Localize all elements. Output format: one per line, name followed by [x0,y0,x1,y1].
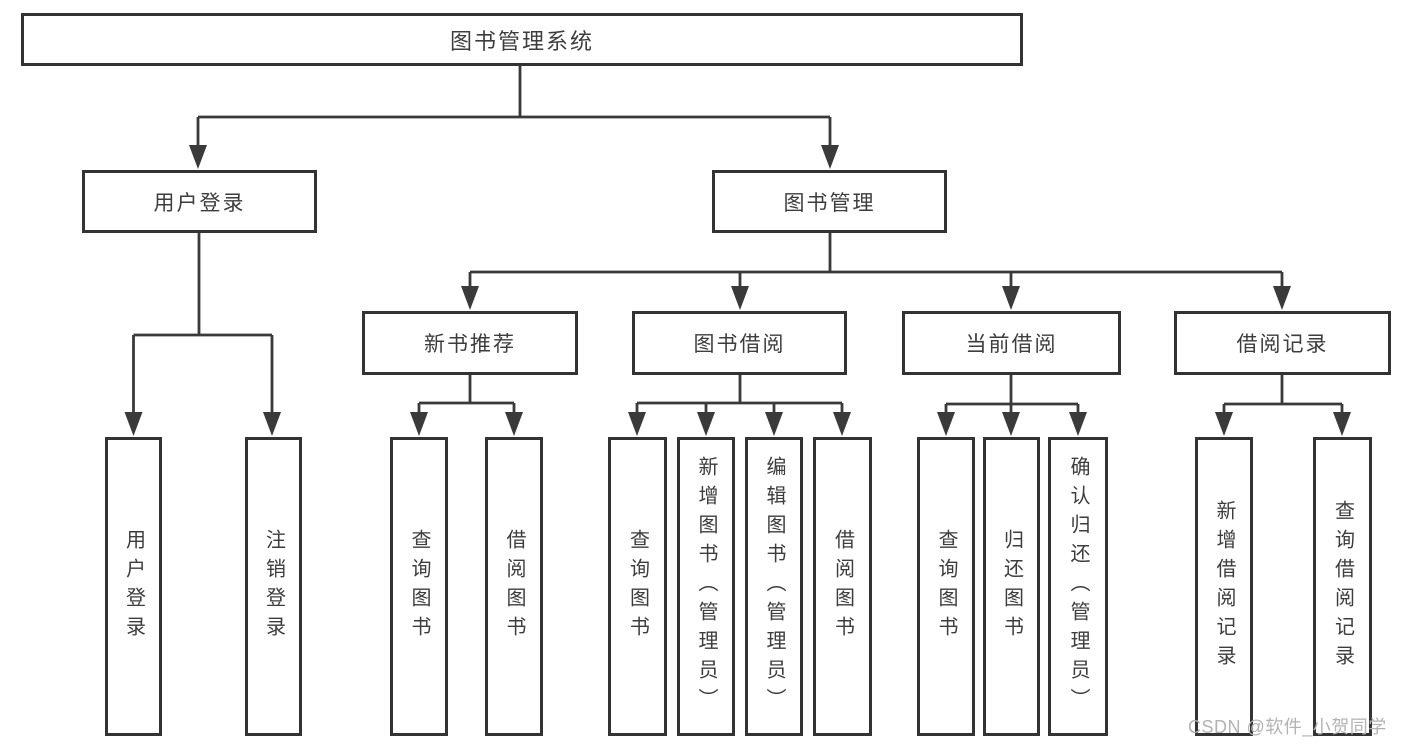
leaf-label: 确认归还（管理员） [1067,456,1089,717]
leaf-label: 新增图书（管理员） [695,456,717,717]
leaf-label: 查询图书 [408,528,430,645]
leaf-label: 查询借阅记录 [1331,499,1354,674]
csdn-watermark: CSDN @软件_小贺同学 [1188,717,1387,737]
node-current-borrow: 当前借阅 [902,311,1121,375]
node-leaf-cb-query-books: 查询图书 [917,437,975,736]
leaf-label: 归还图书 [1000,528,1023,645]
leaf-label: 查询图书 [935,528,957,645]
leaf-label: 新增借阅记录 [1213,499,1235,674]
connector-current-borrow-to-children [944,375,1080,416]
node-leaf-bb-borrow-books: 借阅图书 [813,437,872,736]
leaf-label: 借阅图书 [503,528,525,645]
node-leaf-user-login: 用户登录 [105,437,162,736]
node-root-system: 图书管理系统 [21,13,1023,66]
leaf-label: 查询图书 [626,528,649,645]
node-leaf-cb-return-books: 归还图书 [983,437,1040,736]
connector-book-mgmt-to-level3 [468,233,1284,290]
node-leaf-nb-query-books: 查询图书 [390,437,448,736]
node-leaf-nb-borrow-books: 借阅图书 [485,437,543,736]
connector-borrow-record-to-children [1222,375,1344,416]
connector-new-book-rec-to-children [417,375,516,416]
node-book-management: 图书管理 [712,170,947,233]
node-user-login: 用户登录 [82,170,317,233]
connector-book-borrow-to-children [635,375,844,416]
node-leaf-br-add-record: 新增借阅记录 [1195,437,1253,736]
node-leaf-bb-edit-books-admin: 编辑图书（管理员） [745,437,803,736]
connector-user-login-to-children [132,233,274,416]
leaf-label: 编辑图书（管理员） [763,456,785,717]
node-leaf-br-query-record: 查询借阅记录 [1313,437,1372,736]
leaf-label: 注销登录 [262,528,285,645]
node-leaf-logout: 注销登录 [245,437,302,736]
leaf-label: 借阅图书 [831,528,854,645]
node-borrow-record: 借阅记录 [1174,311,1391,375]
arrowheads [124,145,1351,436]
node-leaf-cb-confirm-return-admin: 确认归还（管理员） [1048,437,1108,736]
leaf-label: 用户登录 [122,528,145,645]
connector-root-to-level2 [196,66,832,150]
node-new-book-recommend: 新书推荐 [362,311,578,375]
node-leaf-bb-add-books-admin: 新增图书（管理员） [677,437,735,736]
node-leaf-bb-query-books: 查询图书 [608,437,667,736]
node-book-borrow: 图书借阅 [632,311,847,375]
